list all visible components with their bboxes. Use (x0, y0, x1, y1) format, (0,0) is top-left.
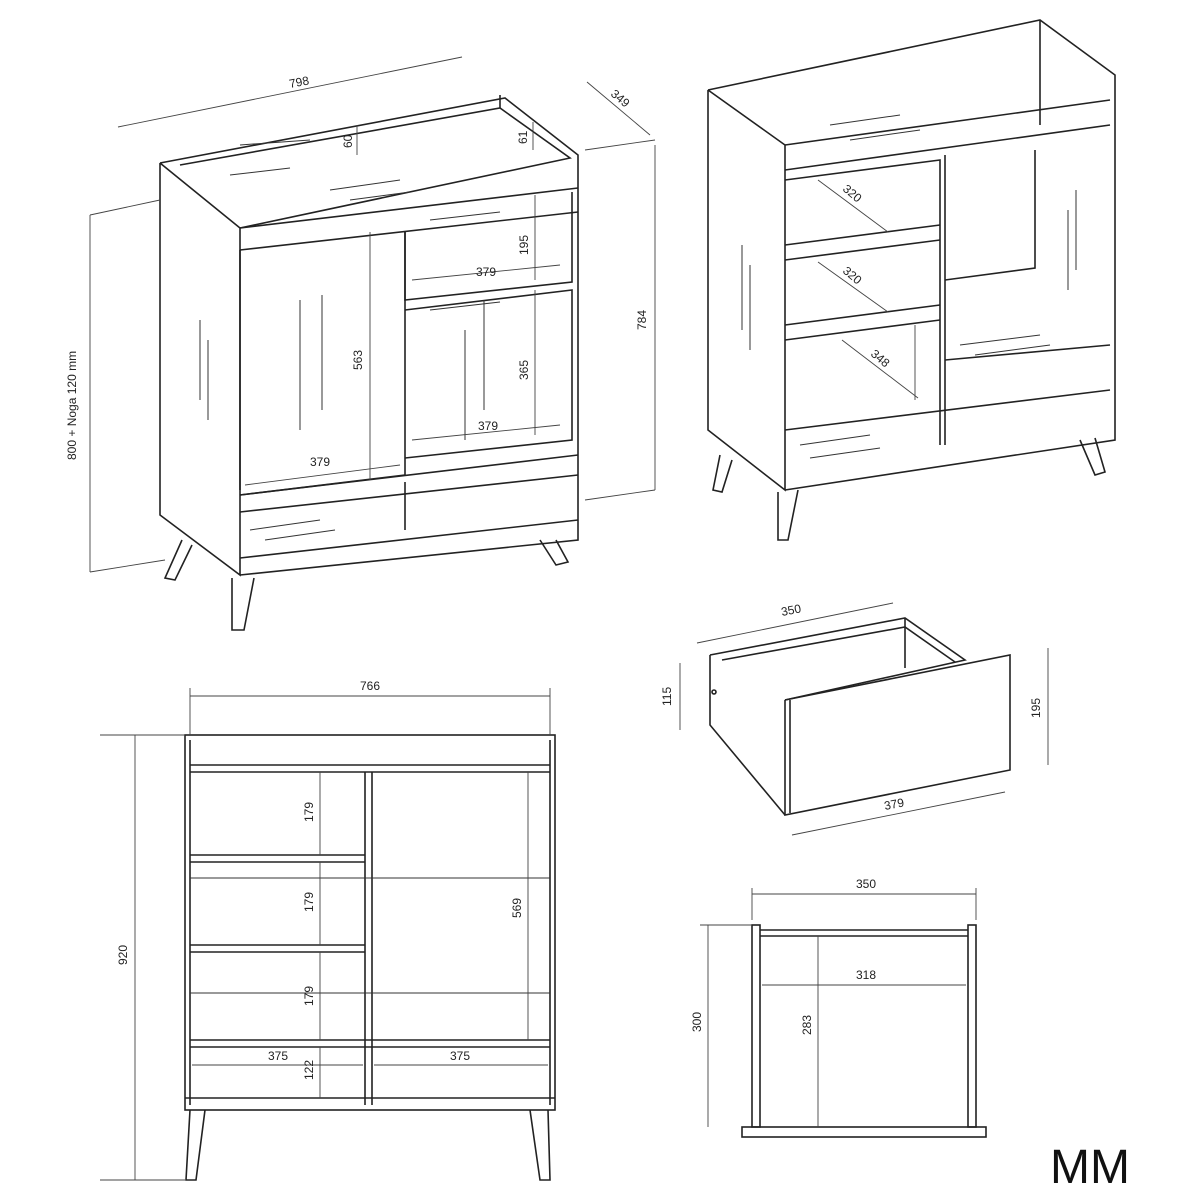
drawer-view: 350 115 195 379 (660, 601, 1049, 836)
dim-right-door-height: 365 (517, 360, 531, 380)
dim-drawer-width: 379 (476, 265, 496, 279)
dim-section-inner-height: 283 (800, 1015, 814, 1035)
dim-shelf-3: 348 (868, 347, 893, 371)
front-elevation-view: 766 920 179 179 179 122 569 375 375 (100, 679, 556, 1181)
dim-shelf-2-height: 179 (302, 892, 316, 912)
dim-body-height: 784 (635, 310, 649, 330)
dim-right-width: 375 (450, 1049, 470, 1063)
dim-drawer-front-width: 379 (883, 795, 906, 813)
dim-left-width: 375 (268, 1049, 288, 1063)
section-view: 350 318 300 283 (690, 877, 987, 1138)
perspective-open-view: 320 320 348 (707, 19, 1116, 541)
dim-inner-width: 766 (360, 679, 380, 693)
dim-left-door-width: 379 (310, 455, 330, 469)
dim-section-height: 300 (690, 1012, 704, 1032)
dim-right-door-width: 379 (478, 419, 498, 433)
dim-section-inner-depth: 318 (856, 968, 876, 982)
dim-shelf-1-height: 179 (302, 802, 316, 822)
dim-left-door-height: 563 (351, 350, 365, 370)
dim-depth: 349 (608, 87, 633, 111)
dim-section-depth: 350 (856, 877, 876, 891)
dim-shelf-2: 320 (840, 264, 865, 288)
dim-total-height: 800 + Noga 120 mm (65, 351, 79, 460)
dim-drawer-depth: 350 (780, 601, 803, 619)
dim-drawer-side-height: 115 (660, 687, 674, 706)
perspective-front-view: 798 349 60 61 800 + Noga 120 mm 784 195 … (65, 56, 656, 631)
dim-width: 798 (288, 73, 311, 91)
dim-top-rail: 60 (341, 134, 355, 148)
dim-side-rail: 61 (516, 130, 530, 144)
dim-drawer-front-height: 195 (1029, 698, 1043, 718)
dim-shelf-1: 320 (840, 182, 865, 206)
dim-shelf-3-height: 179 (302, 986, 316, 1006)
units-label: MM (1050, 1141, 1130, 1194)
dim-right-compartment: 569 (510, 898, 524, 918)
dim-total-height-920: 920 (116, 945, 130, 965)
dim-bottom-height: 122 (302, 1060, 316, 1080)
dim-drawer-height: 195 (517, 235, 531, 255)
